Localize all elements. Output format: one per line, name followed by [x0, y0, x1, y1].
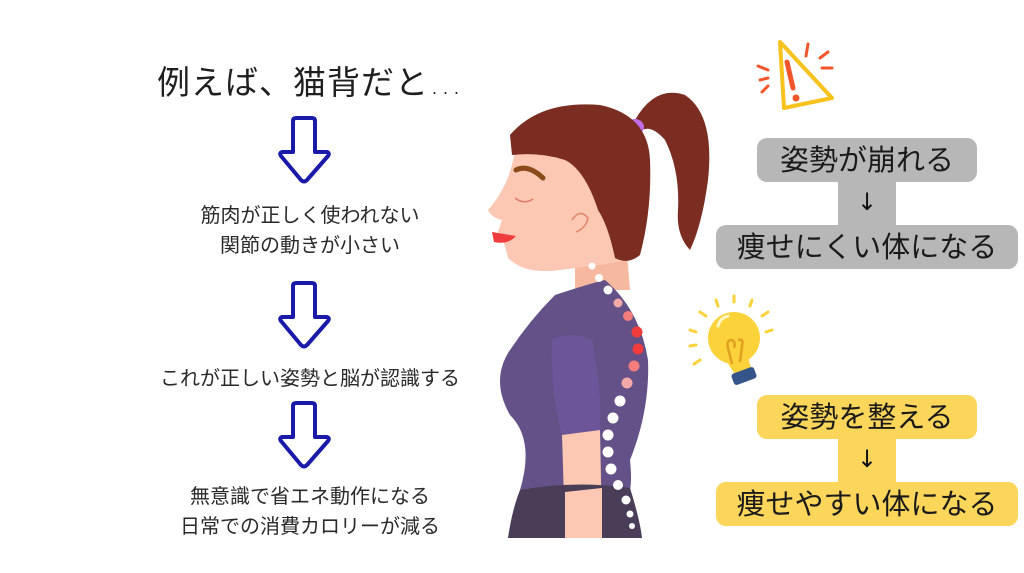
ponytail [635, 92, 710, 251]
down-arrow-icon [278, 281, 331, 349]
step-2-text: これが正しい姿勢と脳が認識する [0, 363, 620, 393]
warning-top-box: 姿勢が崩れる [757, 138, 977, 182]
down-arrow-icon [278, 401, 331, 469]
step-1-line-2: 関節の動きが小さい [220, 233, 400, 257]
step-1-line-1: 筋肉が正しく使われない [200, 203, 420, 227]
solution-down-arrow: ↓ [856, 445, 878, 473]
step-3-line-2: 日常での消費カロリーが減る [180, 514, 440, 538]
warning-down-arrow: ↓ [856, 188, 878, 216]
solution-bottom-box: 痩せやすい体になる [716, 482, 1018, 526]
step-1-text: 筋肉が正しく使われない 関節の動きが小さい [0, 200, 620, 260]
warning-triangle-icon [756, 40, 834, 110]
step-3-line-1: 無意識で省エネ動作になる [190, 484, 430, 508]
warning-bottom-box: 痩せにくい体になる [716, 225, 1018, 269]
warning-connector [838, 178, 896, 230]
step-3-text: 無意識で省エネ動作になる 日常での消費カロリーが減る [0, 481, 620, 541]
page-title: 例えば、猫背だと… [157, 63, 463, 102]
woman-posture-illustration [488, 92, 710, 538]
solution-connector [838, 435, 896, 487]
solution-top-box: 姿勢を整える [757, 395, 977, 439]
spine-dots [588, 262, 644, 529]
step-2-line-1: これが正しい姿勢と脳が認識する [160, 366, 460, 390]
lips [492, 232, 516, 243]
lightbulb-icon [688, 294, 774, 385]
hair [510, 104, 651, 261]
down-arrow-icon [278, 116, 331, 184]
